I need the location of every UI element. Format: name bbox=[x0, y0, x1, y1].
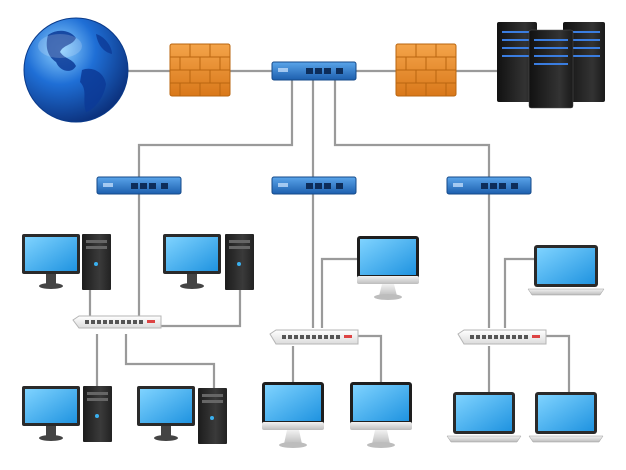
laptop-bottomleft-icon bbox=[446, 392, 522, 443]
cable-core-left bbox=[137, 80, 294, 178]
cable-core-right bbox=[333, 80, 491, 178]
cable-switch-pc-bottomright bbox=[124, 334, 216, 388]
cables bbox=[88, 69, 571, 393]
server-rack-icon bbox=[497, 22, 605, 109]
desktop-pc-bottomleft-icon bbox=[22, 386, 112, 442]
desktop-pc-topright-icon bbox=[163, 234, 254, 290]
monitor-bottomleft-icon bbox=[262, 382, 324, 448]
distribution-router-right-icon bbox=[446, 176, 532, 195]
access-switch-left-icon bbox=[72, 315, 162, 329]
monitor-bottomright-icon bbox=[350, 382, 412, 448]
laptop-bottomright-icon bbox=[528, 392, 604, 443]
monitor-top-icon bbox=[357, 236, 419, 300]
desktop-pc-topleft-icon bbox=[22, 234, 111, 290]
distribution-router-center-icon bbox=[271, 176, 357, 195]
cable-switch-pc-topright bbox=[160, 290, 242, 328]
cable-switch-laptop-br bbox=[545, 334, 571, 393]
cable-switch-monitor-br bbox=[355, 334, 383, 382]
cable-switch-laptop-top bbox=[503, 257, 536, 328]
internet-globe-icon bbox=[23, 17, 129, 123]
desktop-pc-bottomright-icon bbox=[137, 386, 227, 444]
server-back bbox=[563, 22, 605, 102]
cable-switch-monitor-top bbox=[320, 257, 357, 328]
server-left bbox=[497, 22, 537, 102]
distribution-router-left-icon bbox=[96, 176, 182, 195]
access-switch-center-icon bbox=[269, 329, 359, 345]
firewall-left-icon bbox=[169, 43, 231, 97]
access-switch-right-icon bbox=[457, 329, 547, 345]
firewall-right-icon bbox=[395, 43, 457, 97]
core-router-icon bbox=[271, 61, 357, 81]
laptop-top-icon bbox=[527, 245, 605, 296]
server-front bbox=[528, 29, 574, 109]
